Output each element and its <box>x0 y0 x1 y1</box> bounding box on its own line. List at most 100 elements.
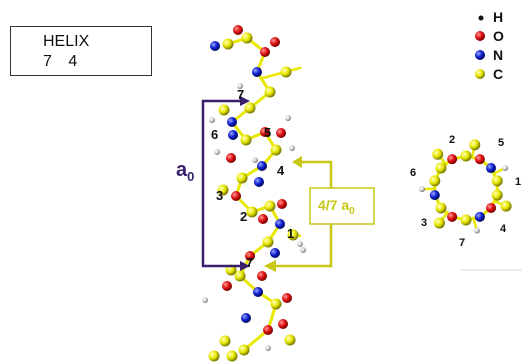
ring-atom <box>491 175 503 187</box>
ring-outer-atom <box>432 148 444 160</box>
side-atom <box>228 130 238 140</box>
top-view-numbers: 2 5 6 1 3 7 4 <box>410 134 521 249</box>
ring-outer-atom <box>469 139 481 151</box>
side-number-7-bottom: 7 <box>246 255 253 270</box>
side-number-4: 4 <box>277 163 285 178</box>
side-atom <box>219 335 231 347</box>
side-atom <box>202 297 208 303</box>
backbone-atom <box>238 344 250 356</box>
backbone-atom <box>262 236 274 248</box>
backbone-atom <box>275 219 285 229</box>
backbone-atom <box>241 32 253 44</box>
side-atom <box>282 293 292 303</box>
top-number-5: 5 <box>498 137 504 149</box>
side-atom <box>241 313 251 323</box>
fraction-subscript: 0 <box>349 206 355 217</box>
backbone-atom <box>227 117 237 127</box>
ring-outer-atom <box>433 217 445 229</box>
fraction-label-box <box>309 187 375 225</box>
side-atom <box>209 117 215 123</box>
backbone-atom <box>236 172 248 184</box>
side-atom <box>226 350 238 362</box>
side-number-2: 2 <box>240 209 247 224</box>
pitch-bracket <box>201 96 250 271</box>
side-atom <box>280 66 292 78</box>
ring-atom <box>429 190 440 201</box>
backbone-atom <box>253 287 263 297</box>
pitch-label: a0 <box>176 159 194 184</box>
yellow-atom-icon <box>475 69 485 79</box>
backbone-atom <box>263 325 273 335</box>
ring-atom <box>447 211 458 222</box>
pitch-subscript: 0 <box>187 169 194 184</box>
side-atom <box>208 350 220 362</box>
helix-title: HELIX <box>43 33 90 50</box>
side-number-5: 5 <box>264 125 271 140</box>
ring-outer-atom <box>500 200 512 212</box>
side-atom <box>237 83 243 89</box>
side-atom <box>265 345 271 351</box>
legend: H O N C <box>475 9 504 82</box>
backbone-atom <box>257 161 267 171</box>
side-atom <box>277 199 287 209</box>
side-atom <box>254 177 264 187</box>
backbone-atom <box>246 206 258 218</box>
side-atom <box>300 247 306 253</box>
red-atom-icon <box>475 31 485 41</box>
ring-atom <box>491 189 503 201</box>
side-atom <box>270 37 280 47</box>
side-atom <box>222 281 232 291</box>
backbone-atom <box>240 134 252 146</box>
small-dot-icon <box>478 15 484 21</box>
side-number-1: 1 <box>287 226 294 241</box>
top-number-2: 2 <box>449 134 455 146</box>
side-atom <box>252 157 258 163</box>
ring-atom <box>435 202 447 214</box>
side-atom <box>210 41 220 51</box>
side-number-7-top: 7 <box>237 87 244 102</box>
side-number-3: 3 <box>216 188 223 203</box>
backbone-atom <box>264 200 276 212</box>
backbone-atom <box>270 298 282 310</box>
side-atom <box>226 153 236 163</box>
top-number-3: 3 <box>421 217 427 229</box>
backbone-atom <box>222 38 234 50</box>
backbone-atom <box>270 144 282 156</box>
side-atom <box>218 104 230 116</box>
side-atom <box>278 319 288 329</box>
side-atom <box>284 334 296 346</box>
blue-atom-icon <box>475 50 485 60</box>
backbone-atom <box>252 67 262 77</box>
backbone-atom <box>245 251 255 261</box>
side-atom <box>257 271 267 281</box>
side-atom <box>289 145 295 151</box>
ring-atom <box>435 162 447 174</box>
fraction-text: 4/7 a <box>318 197 349 213</box>
backbone-atom <box>264 86 276 98</box>
ring-atom <box>447 154 458 165</box>
legend-label-n: N <box>493 47 503 63</box>
backbone-atom <box>231 191 241 201</box>
side-atom <box>214 149 220 155</box>
legend-label-c: C <box>493 66 503 82</box>
side-atom <box>258 214 268 224</box>
side-number-6: 6 <box>211 127 218 142</box>
side-atom <box>276 128 286 138</box>
side-atom <box>297 241 303 247</box>
ring-atom <box>486 163 497 174</box>
backbone-atom <box>260 47 270 57</box>
ring-atom <box>474 154 485 165</box>
side-atom <box>217 184 229 196</box>
ring-outer-atom <box>419 186 426 193</box>
legend-label-h: H <box>493 9 503 25</box>
side-view-atoms <box>202 25 306 362</box>
top-number-6: 6 <box>410 167 416 179</box>
side-atom <box>285 115 291 121</box>
top-number-4: 4 <box>500 223 507 235</box>
helix-label-box: HELIX 7 4 <box>10 26 152 76</box>
side-view-numbers: 7 6 5 4 3 2 1 7 <box>211 87 294 270</box>
fraction-label: 4/7 a0 <box>318 197 355 217</box>
ring-outer-atom <box>502 164 509 171</box>
backbone-atom <box>260 127 270 137</box>
side-atom <box>287 229 299 241</box>
